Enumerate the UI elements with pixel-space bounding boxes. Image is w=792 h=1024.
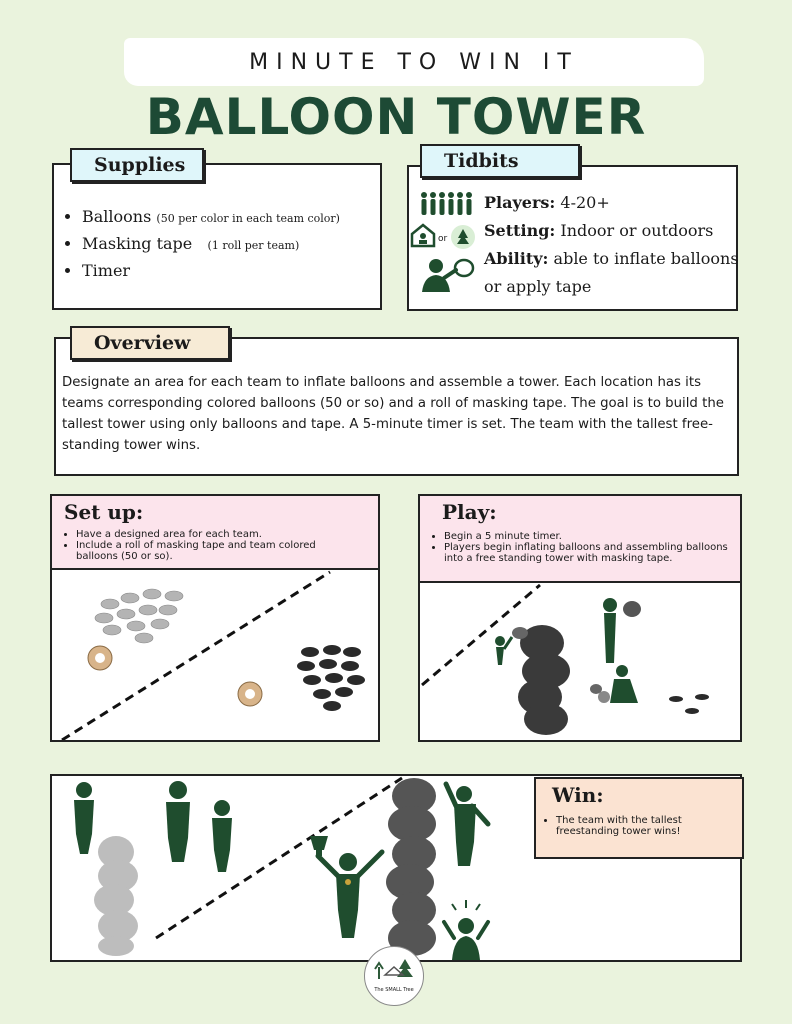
player-figure — [495, 636, 514, 665]
tape-roll — [237, 681, 263, 707]
setup-panel: Set up: Have a designed area for each te… — [50, 494, 380, 742]
list-item: Balloons (50 per color in each team colo… — [82, 204, 340, 231]
gray-balloon-tower — [94, 836, 138, 956]
subtitle: MINUTE TO WIN IT — [249, 49, 579, 75]
dark-balloons — [297, 645, 365, 711]
team-divider-line — [61, 570, 331, 740]
ability-value: able to inflate balloons — [553, 249, 739, 268]
supply-label: Timer — [82, 261, 131, 280]
supply-label: Masking tape — [82, 234, 193, 253]
tidbits-ability: Ability: able to inflate balloons — [484, 244, 739, 273]
indoor-icon — [410, 223, 436, 248]
play-illustration — [421, 583, 709, 735]
players-label: Players: — [484, 193, 556, 212]
overview-box — [54, 337, 739, 476]
tidbits-ability-cont: or apply tape — [484, 272, 591, 301]
player-inflating-figure — [603, 598, 641, 663]
cheering-figure — [443, 781, 491, 866]
overview-heading: Overview — [94, 332, 191, 354]
play-panel: Play: Begin a 5 minute timer. Players be… — [418, 494, 742, 742]
team-divider-line — [155, 776, 403, 940]
dark-balloons — [669, 694, 709, 714]
logo-text: The SMALL Tree — [374, 987, 414, 993]
supplies-box — [52, 163, 382, 310]
supplies-list: Balloons (50 per color in each team colo… — [62, 204, 340, 283]
list-item: Have a designed area for each team. — [76, 529, 356, 540]
list-item: Players begin inflating balloons and ass… — [444, 542, 740, 564]
overview-text: Designate an area for each team to infla… — [62, 375, 724, 453]
supplies-heading: Supplies — [94, 154, 186, 176]
ability-value-cont: or apply tape — [484, 277, 592, 296]
tidbits-players: Players: 4-20+ — [484, 188, 610, 217]
supply-label: Balloons — [82, 207, 152, 226]
or-label: or — [438, 234, 448, 244]
supply-note: (50 per color in each team color) — [156, 212, 340, 225]
play-header — [420, 496, 740, 583]
overview-tab: Overview — [70, 326, 230, 360]
tidbits-tab: Tidbits — [420, 144, 580, 178]
subtitle-banner: MINUTE TO WIN IT — [124, 38, 704, 86]
setup-illustration — [61, 570, 365, 740]
team-divider-line — [421, 583, 541, 687]
setting-value: Indoor or outdoors — [560, 221, 714, 240]
play-heading: Play: — [442, 500, 497, 524]
team-member-figure — [74, 782, 94, 854]
logo-tree-icon — [374, 959, 413, 979]
list-item: Timer — [82, 258, 340, 283]
team-member-figure — [166, 781, 190, 862]
win-header — [534, 777, 744, 859]
play-list: Begin a 5 minute timer. Players begin in… — [424, 531, 740, 564]
tidbits-setting: Setting: Indoor or outdoors — [484, 216, 713, 245]
winning-balloon-tower — [386, 778, 436, 956]
setup-list: Have a designed area for each team. Incl… — [56, 529, 356, 562]
setup-header — [52, 496, 378, 570]
winner-trophy-figure — [310, 836, 385, 938]
celebrating-figure — [442, 900, 490, 960]
list-item: Begin a 5 minute timer. — [444, 531, 740, 542]
supplies-tab: Supplies — [70, 148, 204, 182]
person-inflating-icon — [422, 258, 475, 292]
win-illustration — [74, 776, 491, 960]
tape-roll — [87, 645, 113, 671]
team-member-figure — [212, 800, 232, 872]
players-value: 4-20+ — [560, 193, 610, 212]
balloon-tower — [512, 625, 570, 735]
win-list: The team with the tallest freestanding t… — [536, 815, 736, 837]
brand-logo: The SMALL Tree — [364, 946, 424, 1006]
list-item: Masking tape (1 roll per team) — [82, 231, 340, 258]
win-heading: Win: — [552, 783, 604, 807]
player-kneeling-figure — [590, 665, 638, 703]
outdoor-icon — [451, 225, 475, 249]
people-group-icon — [421, 192, 472, 215]
list-item: The team with the tallest freestanding t… — [556, 815, 736, 837]
tidbits-heading: Tidbits — [444, 150, 519, 172]
list-item: Include a roll of masking tape and team … — [76, 540, 356, 562]
setting-label: Setting: — [484, 221, 556, 240]
setup-heading: Set up: — [64, 500, 144, 524]
page-title: BALLOON TOWER — [145, 88, 647, 146]
gray-balloons — [94, 588, 184, 644]
supply-note: (1 roll per team) — [207, 239, 300, 252]
ability-label: Ability: — [484, 249, 549, 268]
